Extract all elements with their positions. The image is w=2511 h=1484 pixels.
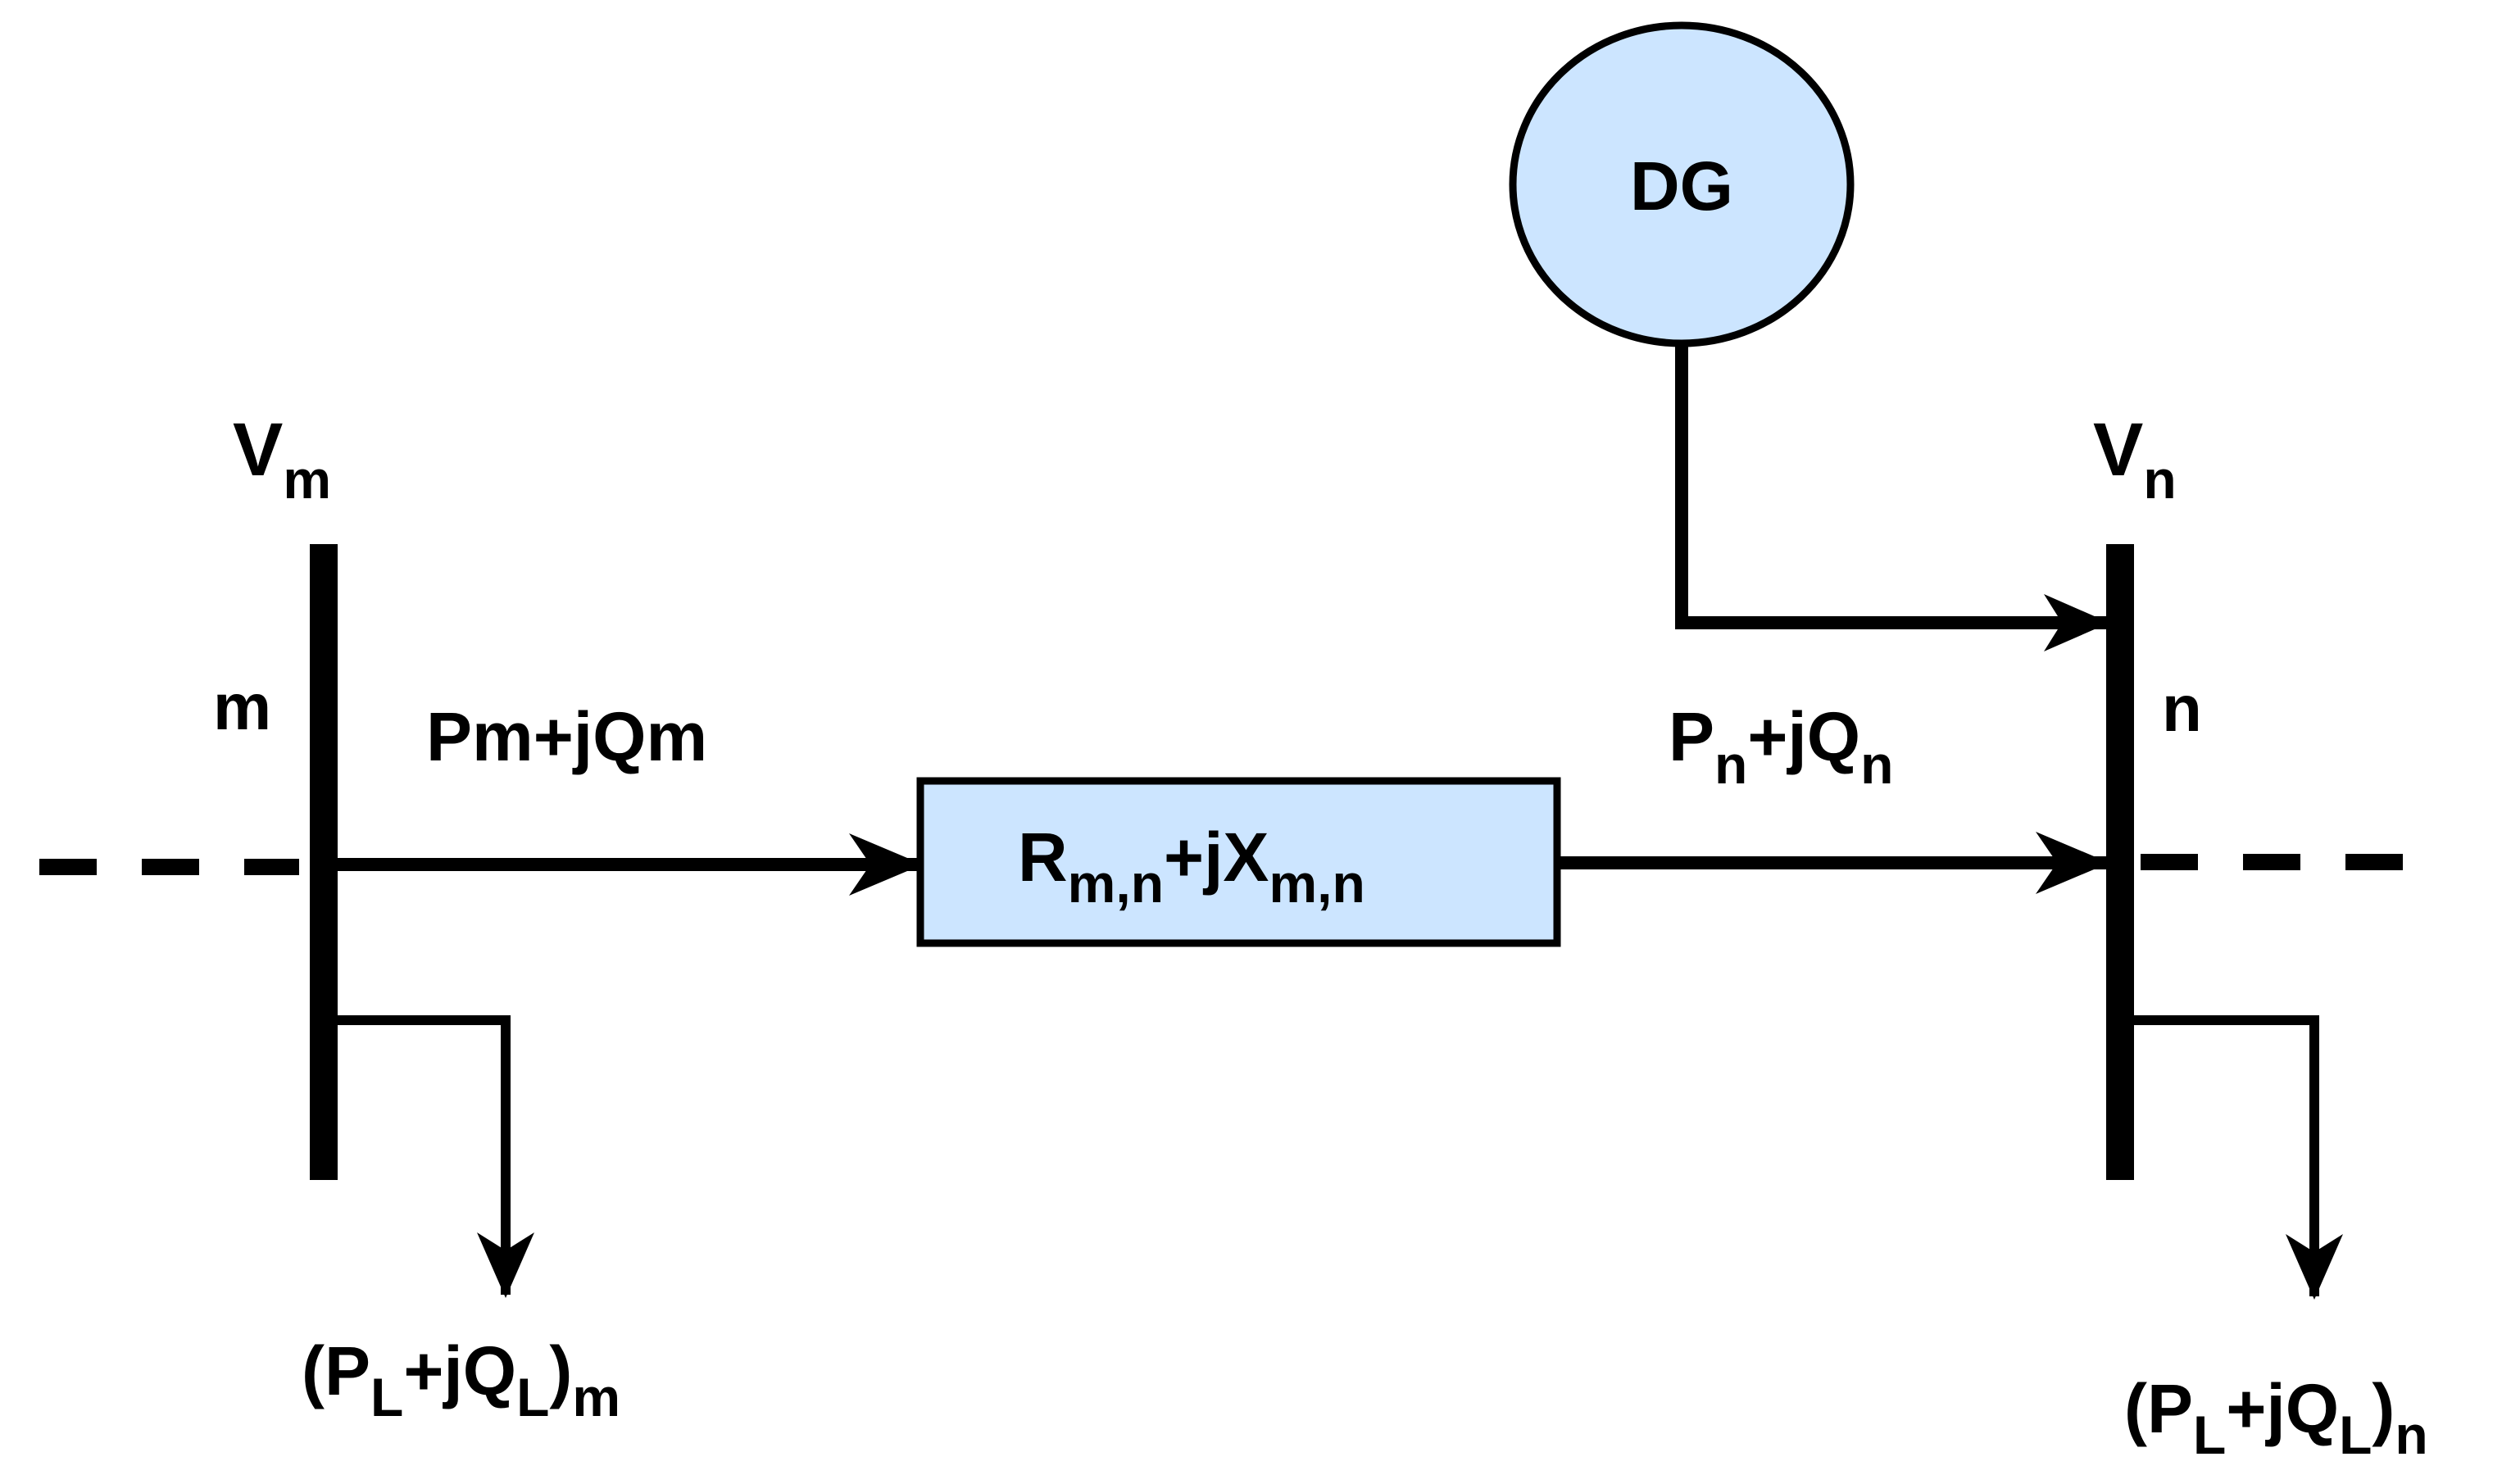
bus-bar-m (310, 544, 338, 1180)
voltage-label-n: Vn (2093, 408, 2177, 510)
flow-label-m: Pm+jQm (426, 698, 707, 775)
dg-connection-line (1675, 344, 2109, 651)
voltage-label-m: Vm (233, 408, 331, 510)
load-label-m: (PL+jQL)m (302, 1332, 620, 1427)
dg-label: DG (1630, 147, 1733, 225)
flow-label-n: Pn+jQn (1669, 698, 1893, 795)
bus-name-n: n (2162, 672, 2202, 745)
impedance-label: Rm,n+jXm,n (1018, 819, 1365, 914)
load-line-m (338, 1015, 534, 1298)
impedance-box (916, 777, 1561, 947)
dg-generator-circle (1509, 21, 1855, 347)
bus-bar-n (2106, 544, 2134, 1180)
bus-name-m: m (213, 670, 271, 743)
load-label-n: (PL+jQL)n (2124, 1370, 2428, 1465)
load-line-n (2134, 1015, 2343, 1300)
